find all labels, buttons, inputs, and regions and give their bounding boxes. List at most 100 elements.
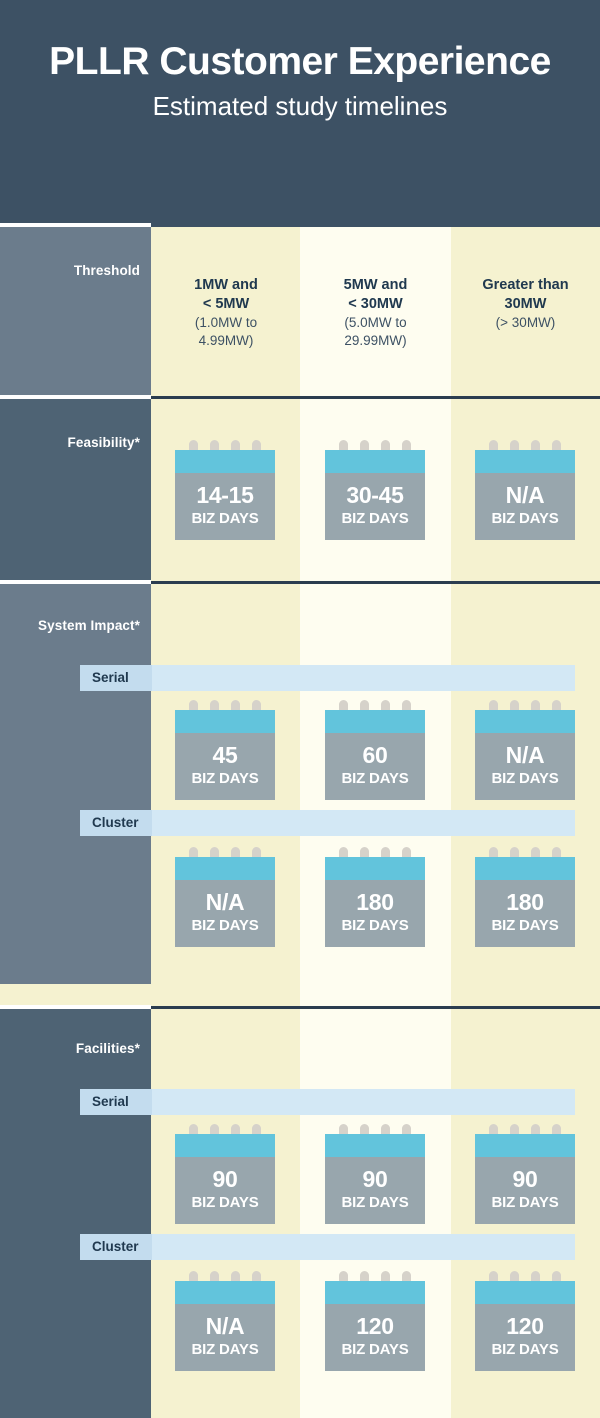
sidebar-feasibility: Feasibility*: [0, 399, 151, 580]
calendar-unit: BIZ DAYS: [191, 510, 259, 528]
calendar-unit: BIZ DAYS: [191, 917, 259, 935]
separator-feasibility: [151, 396, 600, 399]
sidebar-label-feasibility: Feasibility*: [67, 435, 140, 450]
calendar-top-band: [325, 710, 425, 733]
calendar-body: 180 BIZ DAYS: [475, 880, 575, 947]
calendar-top-band: [325, 450, 425, 473]
mode-chip: [80, 665, 152, 691]
column-header-1-line1: 1MW and: [194, 277, 258, 293]
calendar-top-band: [325, 1281, 425, 1304]
column-header-2-line2: < 30MW: [348, 296, 403, 313]
calendar-unit: BIZ DAYS: [191, 1194, 259, 1212]
calendar-value: 180: [506, 889, 544, 916]
mode-band-facilities-serial: Serial: [80, 1089, 575, 1115]
calendar-body: 90 BIZ DAYS: [175, 1157, 275, 1224]
calendar-body: N/A BIZ DAYS: [175, 880, 275, 947]
separator-facilities: [151, 1006, 600, 1009]
column-header-2: 5MW and < 30MW (5.0MW to 29.99MW): [300, 276, 451, 349]
calendar-body: N/A BIZ DAYS: [175, 1304, 275, 1371]
column-header-3: Greater than 30MW (> 30MW): [451, 276, 600, 332]
calendar-unit: BIZ DAYS: [491, 510, 559, 528]
calendar-feasibility-col2: 30-45 BIZ DAYS: [325, 440, 425, 540]
column-header-1-line2: < 5MW: [202, 296, 250, 313]
calendar-unit: BIZ DAYS: [491, 1341, 559, 1359]
calendar-value: 120: [356, 1313, 394, 1340]
calendar-top-band: [475, 1281, 575, 1304]
calendar-body: 180 BIZ DAYS: [325, 880, 425, 947]
sidebar-label-threshold: Threshold: [73, 263, 140, 278]
calendar-unit: BIZ DAYS: [191, 770, 259, 788]
separator-facilities-sidebar: [0, 1005, 151, 1009]
calendar-body: 120 BIZ DAYS: [475, 1304, 575, 1371]
separator-system-impact: [151, 581, 600, 584]
column-header-2-sub1: (5.0MW to: [344, 315, 407, 331]
calendar-value: N/A: [505, 482, 545, 509]
calendar-value: 90: [362, 1166, 388, 1193]
calendar-value: 180: [356, 889, 394, 916]
calendar-value: 90: [512, 1166, 538, 1193]
mode-chip: [80, 1089, 152, 1115]
calendar-body: 14-15 BIZ DAYS: [175, 473, 275, 540]
calendar-top-band: [175, 1281, 275, 1304]
page-subtitle: Estimated study timelines: [152, 90, 448, 121]
calendar-body: 90 BIZ DAYS: [325, 1157, 425, 1224]
column-header-3-sub1: (> 30MW): [495, 315, 556, 331]
calendar-top-band: [175, 1134, 275, 1157]
calendar-value: 30-45: [346, 482, 404, 509]
calendar-unit: BIZ DAYS: [341, 1194, 409, 1212]
calendar-unit: BIZ DAYS: [341, 1341, 409, 1359]
calendar-system-impact-serial-col2: 60 BIZ DAYS: [325, 700, 425, 800]
calendar-value: N/A: [205, 889, 245, 916]
column-header-2-sub2: 29.99MW): [344, 332, 407, 348]
calendar-value: 90: [212, 1166, 238, 1193]
calendar-facilities-cluster-col1: N/A BIZ DAYS: [175, 1271, 275, 1371]
header-banner: PLLR Customer Experience Estimated study…: [0, 0, 600, 227]
column-header-1-sub1: (1.0MW to: [194, 315, 258, 331]
calendar-facilities-serial-col1: 90 BIZ DAYS: [175, 1124, 275, 1224]
calendar-body: 30-45 BIZ DAYS: [325, 473, 425, 540]
calendar-value: 120: [506, 1313, 544, 1340]
calendar-body: 90 BIZ DAYS: [475, 1157, 575, 1224]
calendar-value: 45: [212, 742, 238, 769]
column-header-2-line1: 5MW and: [343, 277, 408, 293]
mode-band-facilities-cluster: Cluster: [80, 1234, 575, 1260]
calendar-unit: BIZ DAYS: [491, 770, 559, 788]
sidebar-label-system-impact: System Impact*: [38, 618, 140, 633]
calendar-body: 60 BIZ DAYS: [325, 733, 425, 800]
column-header-3-line1: Greater than: [482, 277, 569, 293]
calendar-feasibility-col1: 14-15 BIZ DAYS: [175, 440, 275, 540]
calendar-top-band: [325, 857, 425, 880]
calendar-value: N/A: [205, 1313, 245, 1340]
calendar-facilities-serial-col2: 90 BIZ DAYS: [325, 1124, 425, 1224]
calendar-top-band: [475, 710, 575, 733]
calendar-unit: BIZ DAYS: [341, 770, 409, 788]
calendar-unit: BIZ DAYS: [191, 1341, 259, 1359]
sidebar-facilities: Facilities*: [0, 1009, 151, 1418]
calendar-facilities-serial-col3: 90 BIZ DAYS: [475, 1124, 575, 1224]
calendar-body: 45 BIZ DAYS: [175, 733, 275, 800]
calendar-value: N/A: [505, 742, 545, 769]
calendar-body: N/A BIZ DAYS: [475, 733, 575, 800]
sidebar-label-facilities: Facilities*: [75, 1041, 140, 1056]
calendar-value: 60: [362, 742, 388, 769]
calendar-facilities-cluster-col3: 120 BIZ DAYS: [475, 1271, 575, 1371]
calendar-top-band: [175, 710, 275, 733]
sidebar-threshold: Threshold: [0, 227, 151, 395]
calendar-facilities-cluster-col2: 120 BIZ DAYS: [325, 1271, 425, 1371]
calendar-unit: BIZ DAYS: [491, 917, 559, 935]
mode-label-serial: Serial: [92, 670, 129, 685]
calendar-unit: BIZ DAYS: [491, 1194, 559, 1212]
calendar-feasibility-col3: N/A BIZ DAYS: [475, 440, 575, 540]
column-header-1: 1MW and < 5MW (1.0MW to 4.99MW): [152, 276, 300, 349]
calendar-body: N/A BIZ DAYS: [475, 473, 575, 540]
calendar-system-impact-cluster-col3: 180 BIZ DAYS: [475, 847, 575, 947]
mode-band-system-impact-cluster: Cluster: [80, 810, 575, 836]
separator-system-impact-sidebar: [0, 580, 151, 584]
calendar-top-band: [175, 857, 275, 880]
separator-header-sidebar: [0, 223, 151, 227]
calendar-unit: BIZ DAYS: [341, 510, 409, 528]
sidebar-system-impact: System Impact*: [0, 584, 151, 984]
calendar-top-band: [325, 1134, 425, 1157]
calendar-top-band: [175, 450, 275, 473]
calendar-system-impact-serial-col1: 45 BIZ DAYS: [175, 700, 275, 800]
